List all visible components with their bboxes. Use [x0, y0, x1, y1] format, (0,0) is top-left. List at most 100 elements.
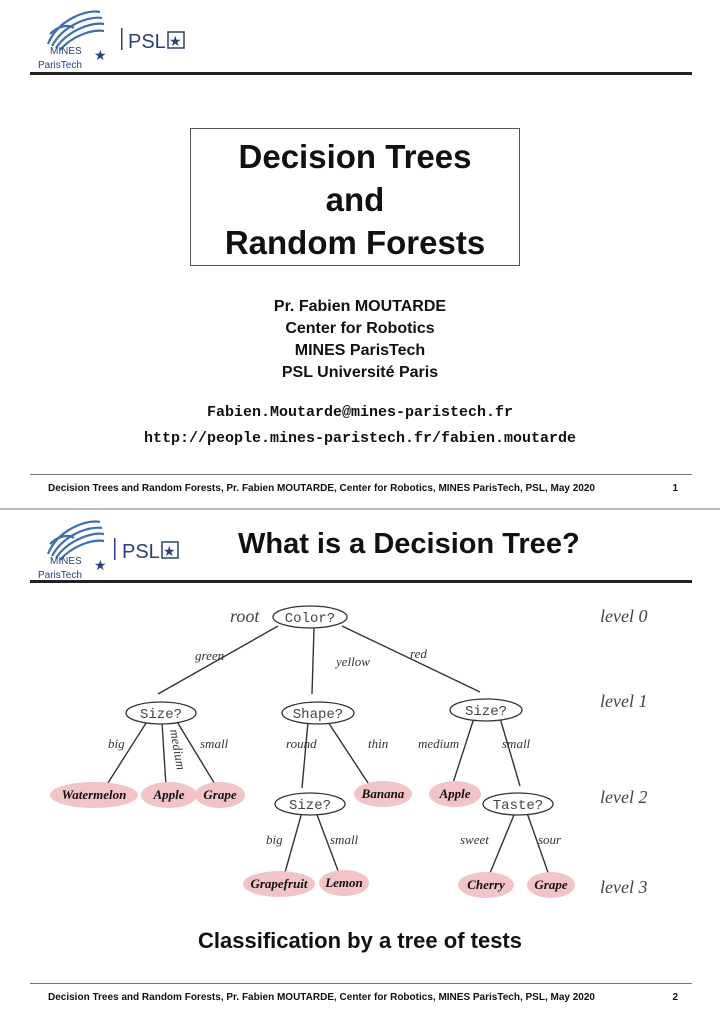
- star-icon: ★: [94, 558, 107, 574]
- psl-star-icon: ★: [169, 34, 182, 50]
- footer-rule: [30, 983, 692, 984]
- leaf-lemon: Lemon: [324, 875, 363, 890]
- edge-yellow: [311, 627, 315, 695]
- psl-logo-text: PSL: [122, 541, 160, 563]
- logo-school: MINES: [50, 556, 82, 567]
- author-name: Pr. Fabien MOUTARDE: [273, 298, 447, 315]
- label-yellow: yellow: [334, 654, 370, 669]
- author-url[interactable]: http://people.mines-paristech.fr/fabien.…: [143, 430, 577, 447]
- label-medium-2: medium: [418, 736, 459, 751]
- node-shape: Shape?: [293, 707, 343, 723]
- leaf-apple-1: Apple: [152, 787, 184, 802]
- leaf-banana: Banana: [361, 786, 405, 801]
- leaf-apple-2-shape: [429, 781, 481, 807]
- title-box: Decision Trees and Random Forests: [190, 128, 520, 266]
- author-email[interactable]: Fabien.Moutarde@mines-paristech.fr: [206, 404, 514, 421]
- label-small-3: small: [330, 832, 359, 847]
- edge-sour: [525, 809, 551, 879]
- label-round: round: [286, 736, 317, 751]
- leaf-cherry-shape: [458, 872, 514, 898]
- leaf-grape-1-shape: [195, 782, 245, 808]
- node-size-left: Size?: [140, 707, 182, 723]
- level-3-label: level 3: [600, 877, 647, 897]
- footer-text: Decision Trees and Random Forests, Pr. F…: [48, 483, 595, 494]
- leaf-banana-shape: [354, 781, 412, 807]
- node-size-left-shape: [125, 701, 197, 725]
- label-small-2: small: [502, 736, 531, 751]
- level-0-label: level 0: [600, 606, 647, 626]
- node-size-mid: Size?: [289, 798, 331, 814]
- psl-star-box-icon: [161, 541, 179, 559]
- leaf-cherry: Cherry: [467, 877, 505, 892]
- author-affiliation-1: Center for Robotics: [285, 320, 435, 337]
- label-thin: thin: [368, 736, 388, 751]
- logo-separator: [121, 28, 123, 50]
- node-size-mid-shape: [274, 792, 346, 816]
- title-line-2: and: [325, 181, 385, 218]
- tree-nodes: [125, 605, 554, 816]
- footer-rule: [30, 474, 692, 475]
- slide-title: What is a Decision Tree?: [238, 528, 580, 560]
- slide-caption: Classification by a tree of tests: [198, 928, 522, 953]
- edge-big-1: [105, 719, 149, 787]
- tree-edges: [105, 625, 551, 879]
- slide-2: MINES ParisTech ★ PSL ★ What is a Decisi…: [0, 510, 720, 1019]
- mines-psl-logo: MINES ParisTech ★ PSL ★: [28, 4, 218, 74]
- psl-star-icon: ★: [163, 544, 176, 560]
- edge-red: [341, 625, 481, 693]
- node-size-right-shape: [449, 698, 523, 722]
- label-big-1: big: [108, 736, 125, 751]
- level-1-label: level 1: [600, 691, 647, 711]
- edge-big-2: [283, 811, 303, 877]
- root-label: root: [230, 606, 260, 626]
- edge-round: [301, 721, 309, 789]
- edge-small-3: [315, 811, 341, 877]
- edge-small-1: [175, 719, 217, 787]
- leaf-apple-1-shape: [141, 782, 197, 808]
- node-shape-shape: [281, 701, 355, 725]
- mines-swirl-icon: [46, 520, 105, 561]
- decision-tree-diagram: Color? Size? Shape? Size? Size? Taste? W…: [50, 605, 647, 898]
- edge-sweet: [487, 809, 517, 879]
- edge-green: [157, 625, 279, 695]
- leaf-lemon-shape: [319, 870, 369, 896]
- author-affiliation-2: MINES ParisTech: [294, 342, 426, 359]
- tree-leaves: [50, 781, 575, 898]
- title-line-3: Random Forests: [224, 224, 486, 261]
- logo-school-sub: ParisTech: [38, 60, 82, 71]
- page-number: 2: [672, 992, 678, 1003]
- logo-school: MINES: [50, 46, 82, 57]
- label-green: green: [195, 648, 224, 663]
- author-block: Pr. Fabien MOUTARDE Center for Robotics …: [0, 296, 720, 384]
- node-taste-shape: [482, 792, 554, 816]
- footer-text: Decision Trees and Random Forests, Pr. F…: [48, 992, 595, 1003]
- slide-1: MINES ParisTech ★ PSL ★ Decision Trees a…: [0, 0, 720, 509]
- title-line-1: Decision Trees: [238, 138, 472, 175]
- edge-small-2: [499, 717, 521, 787]
- label-small-1: small: [200, 736, 229, 751]
- footer: Decision Trees and Random Forests, Pr. F…: [48, 483, 678, 494]
- label-sour: sour: [538, 832, 562, 847]
- leaf-watermelon-shape: [50, 782, 138, 808]
- leaf-apple-2: Apple: [438, 786, 470, 801]
- leaf-watermelon: Watermelon: [62, 787, 127, 802]
- label-sweet: sweet: [460, 832, 489, 847]
- author-affiliation-3: PSL Université Paris: [281, 364, 439, 381]
- logo-separator: [114, 538, 116, 560]
- leaf-grape-2-shape: [527, 872, 575, 898]
- star-icon: ★: [94, 48, 107, 64]
- edge-medium-2: [451, 717, 475, 787]
- edge-medium-1: [161, 721, 167, 787]
- page-divider: [0, 508, 720, 510]
- node-color: Color?: [285, 611, 335, 627]
- leaf-grape-2: Grape: [534, 877, 567, 892]
- node-color-shape: [272, 605, 348, 629]
- page-number: 1: [672, 483, 678, 494]
- leaf-grape-1: Grape: [203, 787, 236, 802]
- label-medium-1: medium: [167, 728, 189, 771]
- mines-swirl-icon: [46, 10, 105, 51]
- edge-labels: green yellow red big medium small round …: [108, 646, 562, 847]
- psl-star-box-icon: [167, 31, 185, 49]
- label-red: red: [410, 646, 427, 661]
- node-taste: Taste?: [493, 798, 543, 814]
